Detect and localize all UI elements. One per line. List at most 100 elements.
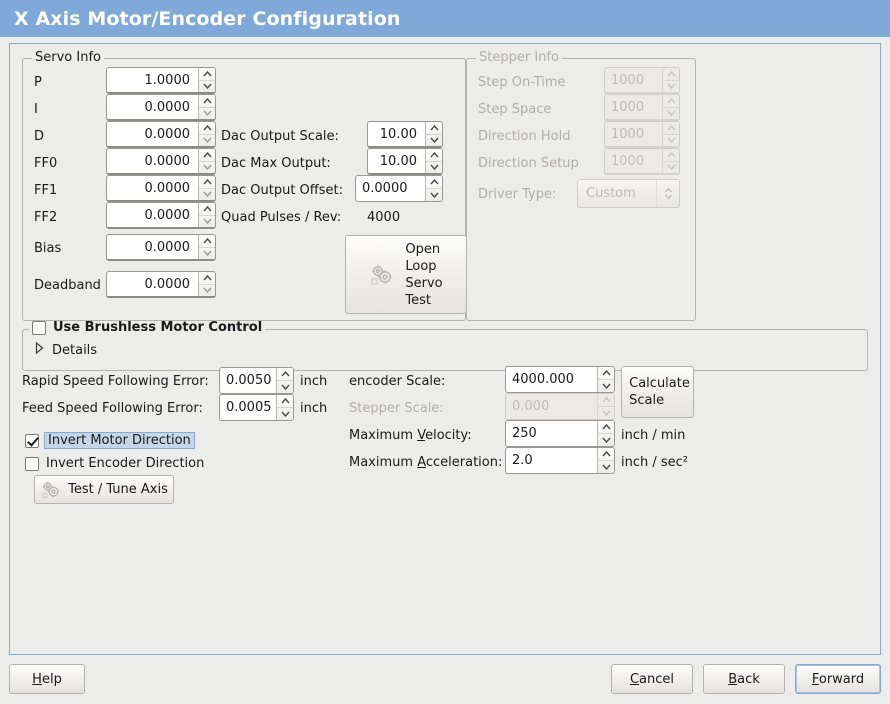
chevron-up-icon[interactable]	[199, 149, 215, 161]
servo-p-spinner[interactable]: 1.0000	[106, 67, 216, 94]
maximum-acceleration-stepper-buttons[interactable]	[597, 448, 614, 473]
chevron-down-icon[interactable]	[426, 133, 442, 147]
encoder-scale-value[interactable]: 4000.000	[512, 372, 575, 387]
dac-output-scale-value[interactable]: 10.00	[379, 126, 417, 142]
servo-ff0-stepper-buttons[interactable]	[198, 149, 215, 173]
servo-bias-value[interactable]: 0.0000	[144, 239, 191, 255]
maximum-acceleration-value[interactable]: 2.0	[512, 453, 533, 468]
invert-encoder-direction-checkbox[interactable]: Invert Encoder Direction	[25, 456, 204, 471]
calculate-scale-button[interactable]: Calculate Scale	[621, 366, 694, 418]
chevron-down-icon[interactable]	[199, 246, 215, 260]
chevron-up-icon[interactable]	[598, 421, 614, 433]
dac-output-offset-spinner[interactable]: 0.0000	[355, 175, 443, 202]
chevron-down-icon[interactable]	[598, 379, 614, 392]
chevron-down-icon[interactable]	[199, 106, 215, 120]
chevron-up-icon[interactable]	[199, 176, 215, 188]
invert-encoder-checkbox-box[interactable]	[25, 456, 39, 471]
chevron-down-icon[interactable]	[199, 283, 215, 297]
servo-deadband-stepper-buttons[interactable]	[198, 272, 215, 296]
dac-output-offset-stepper-buttons[interactable]	[425, 176, 442, 201]
servo-ff2-spinner[interactable]: 0.0000	[106, 202, 216, 229]
servo-p-value[interactable]: 1.0000	[144, 72, 191, 88]
dialog-action-bar: Help Cancel Back Forward	[0, 656, 890, 704]
open-loop-servo-test-button[interactable]: Open Loop Servo Test	[345, 235, 467, 314]
maximum-velocity-value[interactable]: 250	[512, 426, 537, 441]
chevron-up-icon[interactable]	[277, 368, 293, 380]
invert-motor-direction-checkbox[interactable]: Invert Motor Direction	[25, 432, 195, 449]
cancel-button[interactable]: Cancel	[611, 664, 693, 694]
open-loop-line-1: Open	[405, 241, 441, 257]
maximum-velocity-spinner[interactable]: 250	[505, 420, 615, 447]
chevron-up-icon[interactable]	[598, 448, 614, 460]
servo-deadband-spinner[interactable]: 0.0000	[106, 271, 216, 298]
encoder-scale-spinner[interactable]: 4000.000	[505, 366, 615, 393]
chevron-down-icon[interactable]	[598, 460, 614, 473]
help-button[interactable]: Help	[9, 664, 85, 694]
chevron-up-icon[interactable]	[199, 272, 215, 284]
servo-p-stepper-buttons[interactable]	[198, 68, 215, 92]
servo-ff2-value[interactable]: 0.0000	[144, 207, 191, 223]
dac-output-offset-value[interactable]: 0.0000	[362, 181, 408, 196]
chevron-down-icon[interactable]	[426, 188, 442, 201]
chevron-down-icon[interactable]	[277, 380, 293, 393]
chevron-up-icon[interactable]	[199, 203, 215, 215]
back-button[interactable]: Back	[703, 664, 785, 694]
servo-deadband-value[interactable]: 0.0000	[144, 276, 191, 292]
chevron-down-icon[interactable]	[199, 160, 215, 174]
use-brushless-motor-control-checkbox[interactable]: Use Brushless Motor Control	[29, 321, 266, 335]
chevron-down-icon[interactable]	[199, 79, 215, 93]
maximum-acceleration-spinner[interactable]: 2.0	[505, 447, 615, 474]
chevron-down-icon[interactable]	[277, 407, 293, 420]
dac-output-scale-stepper-buttons[interactable]	[425, 122, 442, 146]
chevron-up-icon[interactable]	[426, 122, 442, 134]
chevron-up-icon[interactable]	[199, 122, 215, 134]
servo-ff1-stepper-buttons[interactable]	[198, 176, 215, 200]
servo-i-stepper-buttons[interactable]	[198, 95, 215, 119]
encoder-scale-stepper-buttons[interactable]	[597, 367, 614, 392]
chevron-up-icon[interactable]	[199, 235, 215, 247]
servo-i-spinner[interactable]: 0.0000	[106, 94, 216, 121]
chevron-up-icon[interactable]	[277, 395, 293, 407]
servo-ff2-stepper-buttons[interactable]	[198, 203, 215, 227]
chevron-up-icon[interactable]	[426, 176, 442, 188]
servo-ff0-value[interactable]: 0.0000	[144, 153, 191, 169]
chevron-down-icon[interactable]	[199, 133, 215, 147]
chevron-down-icon[interactable]	[598, 433, 614, 446]
servo-ff1-spinner[interactable]: 0.0000	[106, 175, 216, 202]
forward-button[interactable]: Forward	[795, 664, 881, 694]
servo-i-value[interactable]: 0.0000	[144, 99, 191, 115]
test-tune-axis-button[interactable]: Test / Tune Axis	[34, 475, 174, 504]
chevron-up-icon[interactable]	[598, 367, 614, 379]
chevron-down-icon[interactable]	[199, 214, 215, 228]
chevron-up-icon[interactable]	[426, 149, 442, 161]
servo-bias-spinner[interactable]: 0.0000	[106, 234, 216, 261]
servo-d-value[interactable]: 0.0000	[144, 126, 191, 142]
servo-info-title: Servo Info	[32, 51, 104, 65]
chevron-up-icon[interactable]	[199, 95, 215, 107]
dac-max-output-stepper-buttons[interactable]	[425, 149, 442, 173]
chevron-up-icon[interactable]	[199, 68, 215, 80]
servo-ff1-value[interactable]: 0.0000	[144, 180, 191, 196]
dac-max-output-spinner[interactable]: 10.00	[367, 148, 443, 175]
feed-following-error-spinner[interactable]: 0.0005	[219, 394, 294, 421]
feed-following-error-stepper-buttons[interactable]	[276, 395, 293, 420]
chevron-down-icon[interactable]	[199, 187, 215, 201]
invert-motor-checkbox-box[interactable]	[25, 433, 39, 448]
rapid-following-error-spinner[interactable]: 0.0050	[219, 367, 294, 394]
rapid-following-error-value[interactable]: 0.0050	[226, 373, 272, 388]
calculate-scale-label: Calculate Scale	[625, 375, 690, 409]
feed-following-error-value[interactable]: 0.0005	[226, 400, 272, 415]
details-expander[interactable]: Details	[35, 341, 97, 358]
chevron-down-icon[interactable]	[426, 160, 442, 174]
dac-output-scale-spinner[interactable]: 10.00	[367, 121, 443, 148]
rapid-following-error-stepper-buttons[interactable]	[276, 368, 293, 393]
servo-ff0-spinner[interactable]: 0.0000	[106, 148, 216, 175]
servo-d-stepper-buttons[interactable]	[198, 122, 215, 146]
servo-d-spinner[interactable]: 0.0000	[106, 121, 216, 148]
servo-bias-stepper-buttons[interactable]	[198, 235, 215, 259]
brushless-checkbox-box[interactable]	[32, 321, 46, 335]
dac-max-output-value[interactable]: 10.00	[379, 153, 417, 169]
triangle-right-icon[interactable]	[35, 341, 44, 358]
direction-hold-value: 1000	[611, 126, 645, 142]
maximum-velocity-stepper-buttons[interactable]	[597, 421, 614, 446]
